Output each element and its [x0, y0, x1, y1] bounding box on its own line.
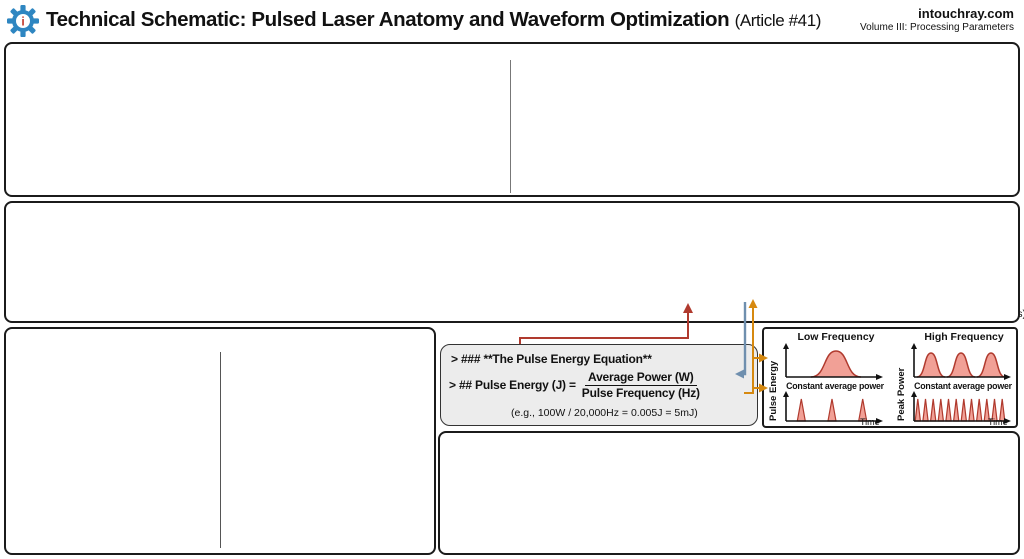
mini-high-time: Time	[988, 417, 1008, 427]
mini-high-title: High Frequency	[924, 331, 1004, 343]
section-volume3-systems	[438, 431, 1020, 555]
mini-low-bell-chart	[783, 343, 883, 380]
gear-info-icon: i	[7, 5, 39, 37]
page-title-article: (Article #41)	[734, 11, 822, 30]
section3-divider	[220, 352, 221, 548]
equation-example: (e.g., 100W / 20,000Hz = 0.005J = 5mJ)	[511, 407, 698, 419]
pulse-energy-equation-box: > ### **The Pulse Energy Equation** > ##…	[440, 344, 758, 426]
section-defining-pulse	[4, 42, 1020, 197]
mini-low-spike-chart	[783, 391, 883, 424]
svg-text:i: i	[21, 15, 24, 29]
mini-low-title: Low Frequency	[797, 331, 875, 343]
section1-divider	[510, 60, 511, 193]
mini-high-spike-chart	[911, 391, 1011, 424]
volume-label: Volume III: Processing Parameters	[860, 22, 1014, 33]
frequency-comparison-charts: Pulse Energy Low Frequency Constant aver…	[762, 327, 1018, 428]
mini-high-bell-chart	[911, 343, 1011, 380]
pulse-energy-equation: > ## Pulse Energy (J) = Average Power (W…	[449, 370, 700, 400]
site-label: intouchray.com	[918, 6, 1014, 21]
mini-low-time: Time	[860, 417, 880, 427]
pulse-energy-axis-label: Pulse Energy	[768, 360, 779, 421]
peak-power-axis-label: Peak Power	[896, 367, 907, 421]
section-pulse-anatomy	[4, 201, 1020, 323]
page-title: Technical Schematic: Pulsed Laser Anatom…	[46, 8, 730, 31]
mini-high-caption: Constant average power	[914, 381, 1012, 391]
equation-box-title: > ### **The Pulse Energy Equation**	[451, 352, 652, 366]
page-title-row: Technical Schematic: Pulsed Laser Anatom…	[46, 8, 821, 32]
mini-low-caption: Constant average power	[786, 381, 884, 391]
